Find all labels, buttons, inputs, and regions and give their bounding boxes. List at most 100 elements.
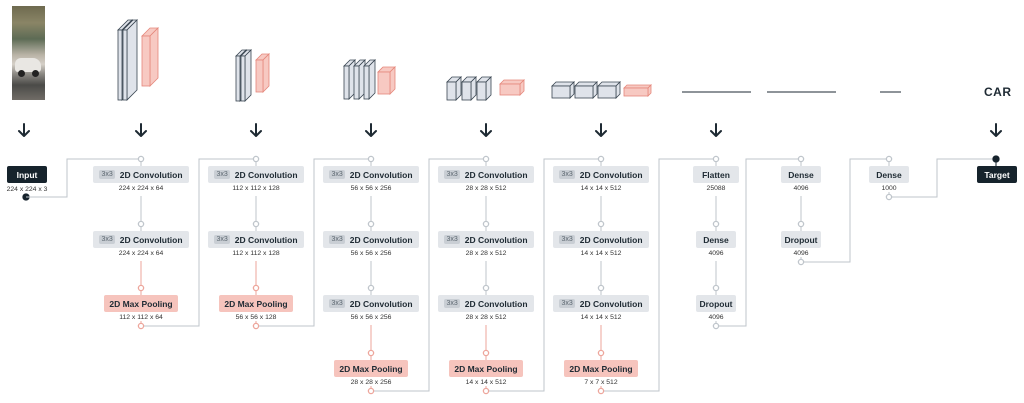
kernel-size-badge: 3x3 xyxy=(559,299,574,308)
output-port xyxy=(886,194,891,199)
input-port xyxy=(598,156,603,161)
layer-port xyxy=(138,285,143,290)
output-port xyxy=(138,323,143,328)
input-port xyxy=(368,156,373,161)
layer-dims: 4096 xyxy=(708,250,723,257)
feature-map-block xyxy=(447,77,461,100)
down-arrow-icon xyxy=(366,124,376,136)
kernel-size-badge: 3x3 xyxy=(214,170,229,179)
layer-dims: 7 x 7 x 512 xyxy=(584,379,617,386)
input-port xyxy=(253,156,258,161)
layer-dims: 56 x 56 x 256 xyxy=(351,314,392,321)
layer-label: 2D Convolution xyxy=(350,170,413,180)
target-node: Target xyxy=(977,166,1017,183)
layer-label: 2D Max Pooling xyxy=(454,364,517,374)
layer-dims: 112 x 112 x 128 xyxy=(232,250,279,257)
layer-dims: 14 x 14 x 512 xyxy=(466,379,507,386)
layer-label: 2D Max Pooling xyxy=(569,364,632,374)
output-port xyxy=(713,323,718,328)
kernel-size-badge: 3x3 xyxy=(444,235,459,244)
layer-dims: 14 x 14 x 512 xyxy=(581,250,622,257)
2d-convolution-layer: 3x3 2D Convolution xyxy=(93,166,189,183)
2d-convolution-layer: 3x32D Convolution xyxy=(438,166,534,183)
dropout-layer: Dropout xyxy=(781,231,821,248)
2d-convolution-layer: 3x32D Convolution xyxy=(93,231,189,248)
layer-label: Dense xyxy=(788,170,814,180)
layer-dims: 56 x 56 x 128 xyxy=(236,314,277,321)
kernel-size-badge: 3x3 xyxy=(444,170,459,179)
output-port xyxy=(368,388,373,393)
kernel-size-badge: 3x3 xyxy=(329,235,344,244)
layer-label: 2D Convolution xyxy=(465,299,528,309)
layer-port xyxy=(598,285,603,290)
layer-dims: 56 x 56 x 256 xyxy=(351,250,392,257)
block-connector xyxy=(374,159,483,391)
kernel-size-badge: 3x3 xyxy=(444,299,459,308)
pooled-feature-map xyxy=(256,54,269,92)
layer-port xyxy=(253,285,258,290)
layer-dims: 112 x 112 x 128 xyxy=(232,185,279,192)
layer-dims: 112 x 112 x 64 xyxy=(119,314,163,321)
layer-label: 2D Convolution xyxy=(350,299,413,309)
feature-map-block xyxy=(598,82,620,98)
down-arrow-icon xyxy=(596,124,606,136)
layer-port xyxy=(253,221,258,226)
layer-label: 2D Max Pooling xyxy=(339,364,402,374)
pooled-feature-map xyxy=(624,85,651,96)
layer-dims: 14 x 14 x 512 xyxy=(581,314,622,321)
feature-map-block xyxy=(354,60,365,99)
layer-label: 2D Convolution xyxy=(580,235,643,245)
layer-port xyxy=(368,221,373,226)
layer-dims: 28 x 28 x 512 xyxy=(466,185,507,192)
layer-label: Flatten xyxy=(702,170,730,180)
dense-layer: Dense xyxy=(696,231,736,248)
car-wheel xyxy=(18,70,25,77)
output-port xyxy=(483,388,488,393)
2d-convolution-layer: 3x32D Convolution xyxy=(553,166,649,183)
layer-port xyxy=(598,221,603,226)
layer-label: 2D Convolution xyxy=(120,170,183,180)
down-arrow-icon xyxy=(481,124,491,136)
layer-label: 2D Max Pooling xyxy=(224,299,287,309)
input-node: Input xyxy=(7,166,47,183)
dense-layer: Dense xyxy=(781,166,821,183)
block-connector xyxy=(489,159,598,391)
pooled-feature-map xyxy=(378,67,395,94)
down-arrow-icon xyxy=(136,124,146,136)
feature-map-block xyxy=(552,82,574,98)
feature-map-block xyxy=(364,60,375,99)
2d-convolution-layer: 3x3 2D Convolution xyxy=(323,295,419,312)
feature-map-block xyxy=(241,50,251,101)
layer-dims: 28 x 28 x 512 xyxy=(466,314,507,321)
2d-convolution-layer: 3x32D Convolution xyxy=(553,231,649,248)
layer-label: 2D Convolution xyxy=(120,235,183,245)
down-arrow-icon xyxy=(251,124,261,136)
2d-convolution-layer: 3x3 2D Convolution xyxy=(208,166,304,183)
input-car-image xyxy=(12,6,45,100)
feature-map-block xyxy=(344,60,355,99)
kernel-size-badge: 3x3 xyxy=(329,299,344,308)
layer-dims: 56 x 56 x 256 xyxy=(351,185,392,192)
layer-label: Dense xyxy=(876,170,902,180)
kernel-size-badge: 3x3 xyxy=(329,170,344,179)
input-port xyxy=(798,156,803,161)
layer-label: 2D Convolution xyxy=(580,170,643,180)
layer-port xyxy=(713,221,718,226)
down-arrow-icon xyxy=(991,124,1001,136)
layer-label: 2D Convolution xyxy=(350,235,413,245)
output-port xyxy=(253,323,258,328)
layer-label: 2D Convolution xyxy=(235,170,298,180)
2d-convolution-layer: 3x32D Convolution xyxy=(208,231,304,248)
kernel-size-badge: 3x3 xyxy=(99,170,114,179)
2d-max-pooling-layer: 2D Max Pooling xyxy=(334,360,408,377)
dense-layer: Dense xyxy=(869,166,909,183)
kernel-size-badge: 3x3 xyxy=(214,235,229,244)
layer-port xyxy=(598,350,603,355)
flatten-layer: Flatten xyxy=(693,166,739,183)
layer-port xyxy=(483,285,488,290)
2d-max-pooling-layer: 2D Max Pooling xyxy=(449,360,523,377)
output-port xyxy=(798,259,803,264)
layer-dims: 25088 xyxy=(707,185,726,192)
